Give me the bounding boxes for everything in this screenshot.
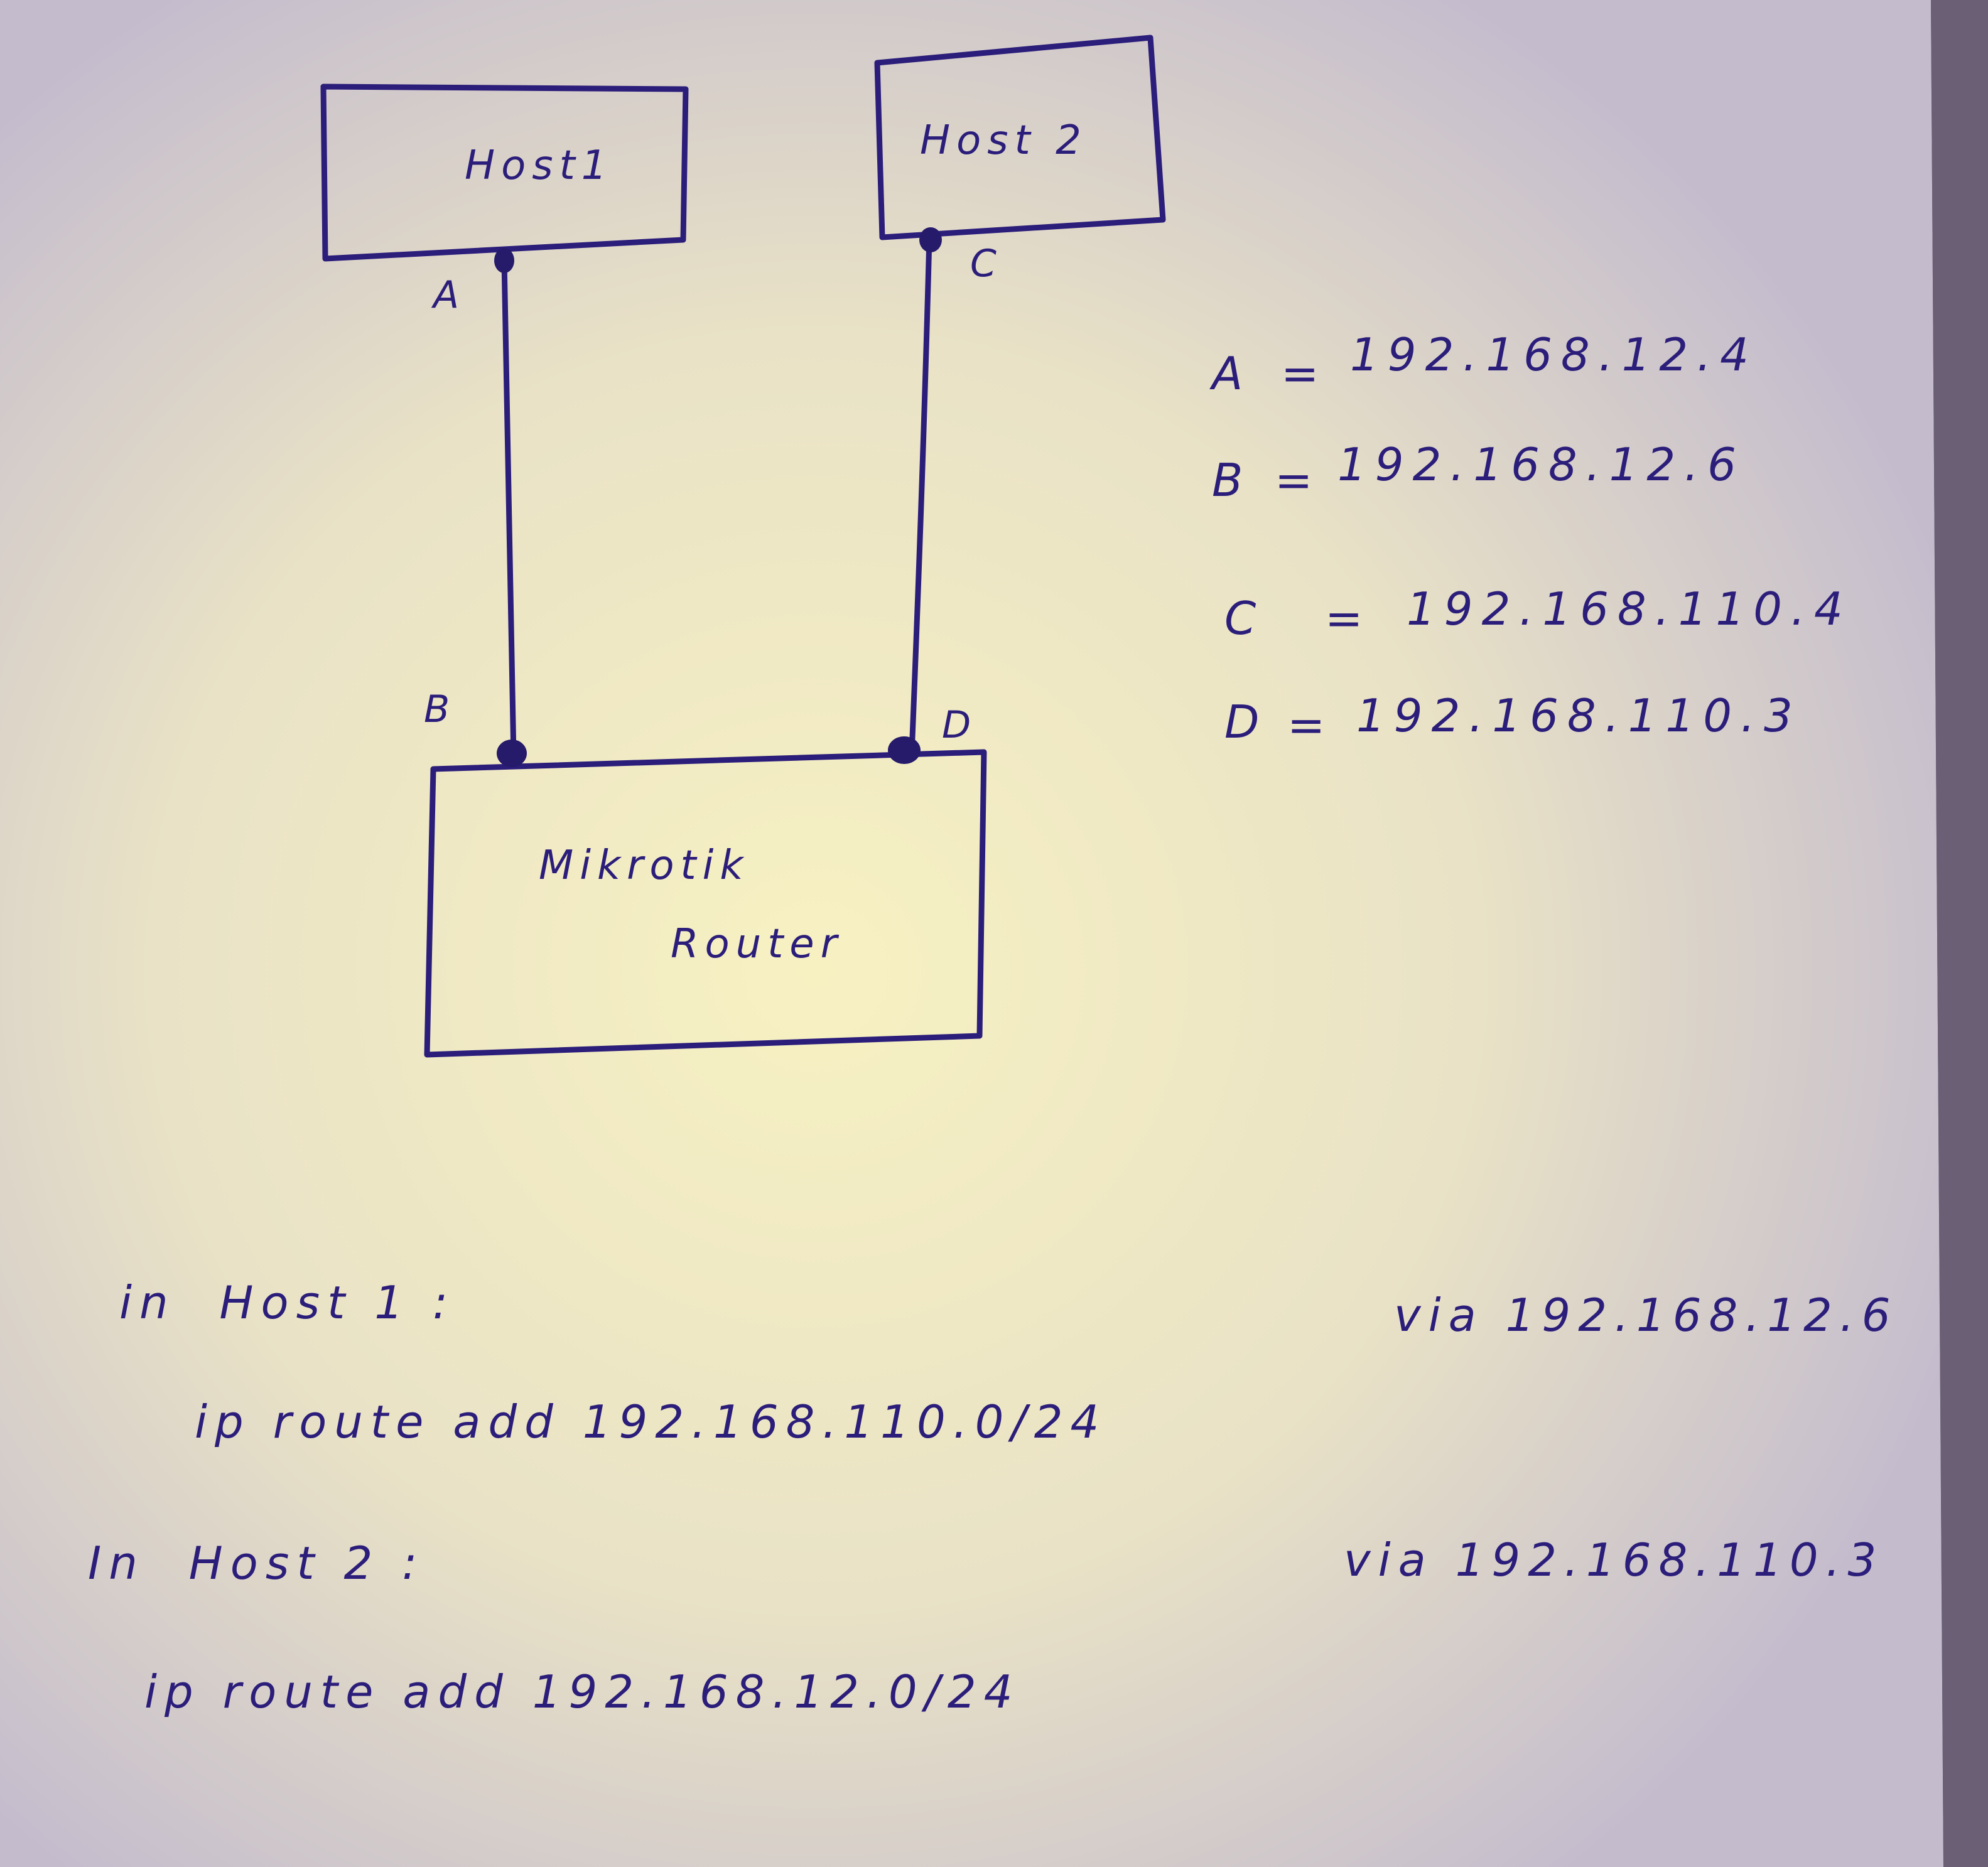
- address-d-port: D: [1224, 696, 1268, 748]
- routing-notes: in Host 1 : ip route add 192.168.110.0/2…: [88, 1276, 1898, 1718]
- router-node: Mikrotik Router: [424, 749, 987, 1058]
- address-b-ip: 192.168.12.6: [1337, 438, 1745, 491]
- host1-note-command: ip route add 192.168.110.0/24: [195, 1396, 1106, 1448]
- address-a-eq: =: [1281, 347, 1327, 400]
- port-a-dot: [494, 248, 514, 273]
- port-b-label: B: [424, 687, 450, 731]
- port-a-label: A: [431, 273, 459, 317]
- host2-box: [874, 35, 1166, 240]
- table-edge: [1931, 0, 1988, 1867]
- link-host2-router: [909, 235, 932, 756]
- port-c-label: C: [970, 242, 997, 286]
- host1-note-heading: in Host 1 :: [119, 1276, 455, 1329]
- router-label-line1: Mikrotik: [539, 842, 749, 889]
- host2-label: Host 2: [920, 117, 1088, 164]
- port-c-dot: [919, 227, 942, 252]
- link-host1-router: [501, 257, 517, 760]
- address-b-eq: =: [1275, 454, 1321, 507]
- address-b-port: B: [1212, 454, 1251, 507]
- host2-note-via: via 192.168.110.3: [1344, 1534, 1884, 1586]
- host2-note-heading: In Host 2 :: [88, 1537, 424, 1590]
- address-a-port: A: [1209, 347, 1251, 400]
- host1-box: [320, 83, 689, 262]
- address-c-eq: =: [1325, 592, 1371, 645]
- router-label-line2: Router: [671, 921, 843, 967]
- address-d-eq: =: [1287, 699, 1334, 751]
- address-c-port: C: [1224, 592, 1265, 645]
- port-d-dot: [888, 736, 921, 764]
- host1-node: Host1: [320, 83, 689, 262]
- address-a-ip: 192.168.12.4: [1350, 328, 1758, 381]
- port-d-label: D: [942, 703, 971, 747]
- host2-node: Host 2: [874, 35, 1166, 240]
- port-b-dot: [497, 740, 527, 767]
- router-box: [424, 749, 987, 1058]
- address-list: A = 192.168.12.4 B = 192.168.12.6 C = 19…: [1209, 328, 1852, 751]
- address-d-ip: 192.168.110.3: [1356, 689, 1802, 742]
- host1-label: Host1: [465, 143, 613, 189]
- address-c-ip: 192.168.110.4: [1407, 583, 1852, 635]
- host1-note-via: via 192.168.12.6: [1394, 1289, 1898, 1342]
- paper-sheet: [0, 0, 1943, 1867]
- host2-note-command: ip route add 192.168.12.0/24: [144, 1665, 1020, 1718]
